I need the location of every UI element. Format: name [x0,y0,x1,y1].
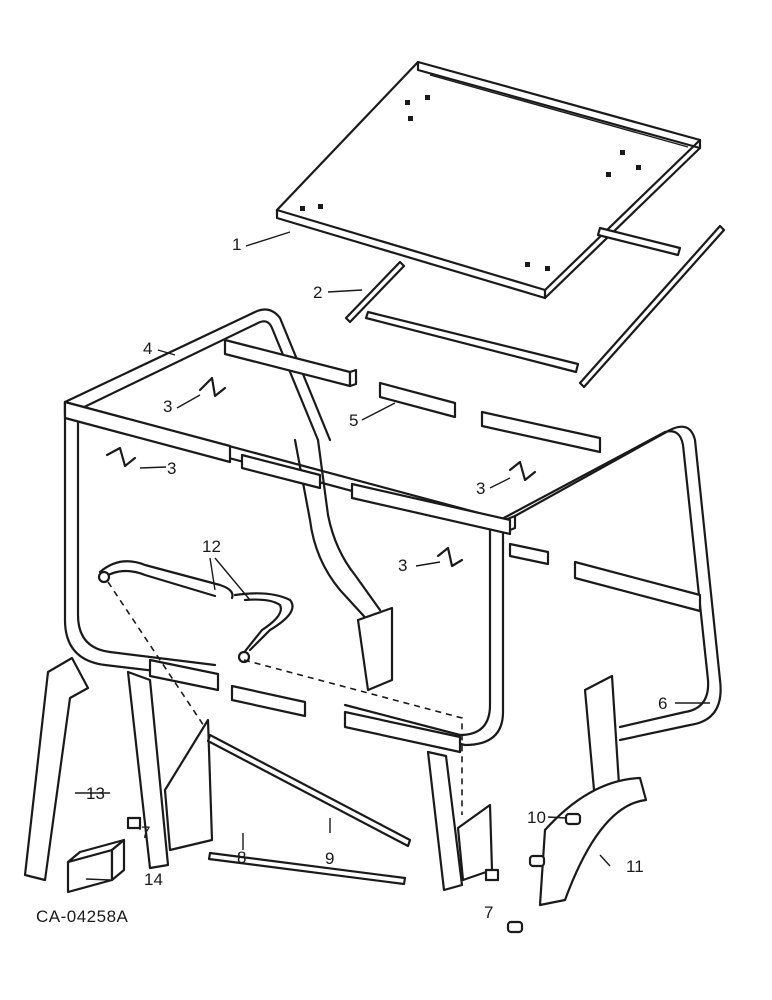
rods [206,733,412,886]
callout-3-a: 3 [163,397,172,416]
callout-11: 11 [626,857,644,876]
callout-9: 9 [325,849,334,868]
callout-1: 1 [232,235,241,254]
roll-frame [63,308,722,814]
canopy-panel [275,60,702,300]
callout-14: 14 [144,870,163,889]
callout-3-c: 3 [476,479,485,498]
callout-10: 10 [527,808,546,827]
arc-bracket [506,776,648,934]
callout-12: 12 [202,537,221,556]
callout-7-b: 7 [484,903,493,922]
leader-lines [75,231,710,881]
callout-3-d: 3 [398,556,407,575]
callout-3-b: 3 [167,459,176,478]
spacer-block [66,838,126,894]
figure-code: CA-04258A [36,907,129,926]
callout-8: 8 [237,848,246,867]
callout-6: 6 [658,694,667,713]
hidden-lines [107,581,463,815]
callout-4: 4 [143,339,152,358]
brace [23,656,90,882]
lower-legs [126,670,494,892]
callout-7-a: 7 [141,823,150,842]
callout-2: 2 [313,283,322,302]
seat-belt [97,560,294,664]
callout-5: 5 [349,411,358,430]
nuts [126,816,500,882]
callout-13: 13 [86,784,105,803]
clips [105,376,537,568]
trim-strips [344,224,726,389]
callout-labels: 1 2 3 3 3 3 4 5 6 7 7 8 9 10 11 12 13 14 [86,235,667,922]
